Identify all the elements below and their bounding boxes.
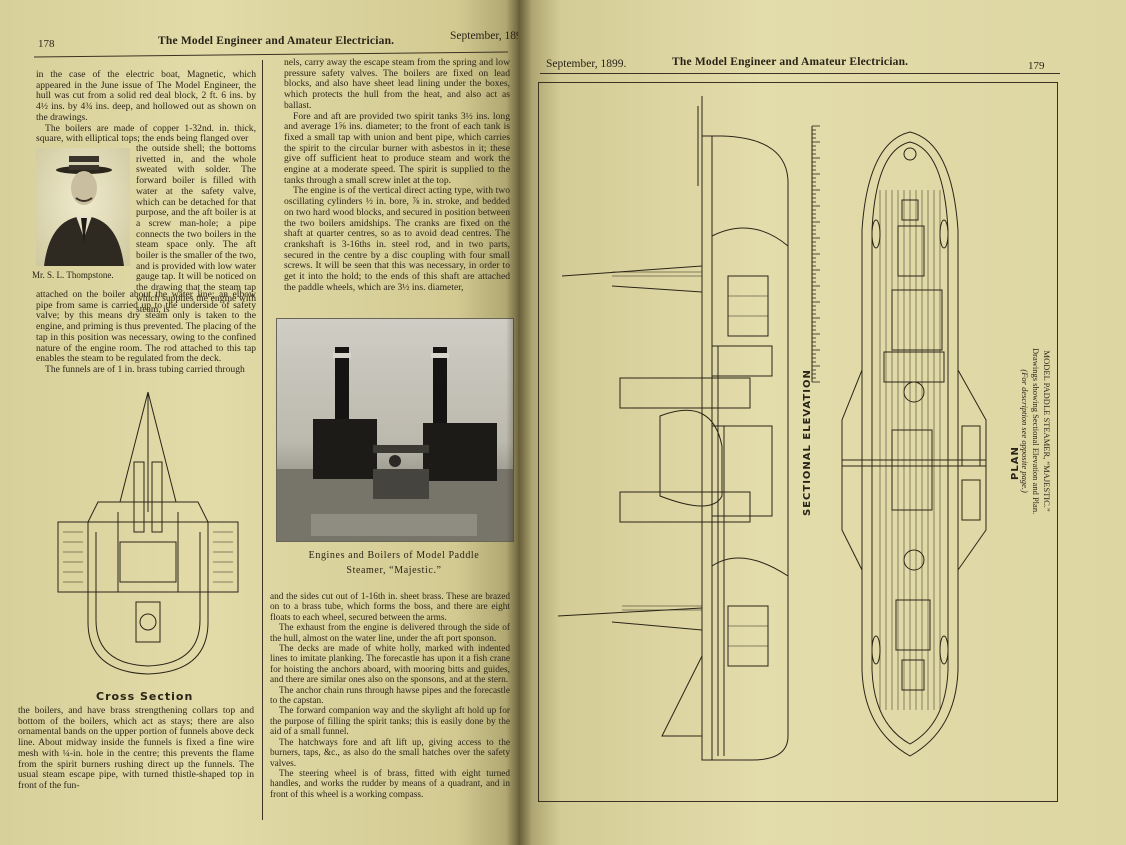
drawing-frame	[538, 82, 1058, 802]
left-date: September, 1899.	[450, 30, 518, 42]
plan-caption-line-2: Drawings showing Sectional Elevation and…	[1031, 348, 1041, 515]
paragraph-hatchways: The hatchways fore and aft lift up, givi…	[270, 737, 510, 769]
left-column-top: in the case of the electric boat, Magnet…	[36, 69, 256, 145]
engine-figure	[277, 347, 513, 541]
paragraph-companion: The forward companion way and the skylig…	[270, 706, 510, 738]
right-column-bottom: and the sides cut out of 1-16th in. shee…	[270, 592, 510, 800]
plan-caption-line-1: MODEL PADDLE STEAMER, “MAJESTIC.”	[1042, 350, 1052, 512]
right-page-number: 179	[1028, 60, 1045, 72]
plan-caption: MODEL PADDLE STEAMER, “MAJESTIC.” Drawin…	[1019, 348, 1052, 514]
paragraph-paddles: and the sides cut out of 1-16th in. shee…	[270, 592, 510, 623]
plan-drawing	[841, 131, 987, 757]
column-divider	[262, 60, 263, 820]
paragraph-engine: The engine is of the vertical direct act…	[284, 185, 510, 293]
portrait-photo	[36, 148, 130, 266]
paragraph-escape-steam: nels, carry away the escape steam from t…	[284, 57, 510, 111]
left-page-number: 178	[38, 38, 55, 50]
paragraph-steering: The steering wheel is of brass, fitted w…	[270, 768, 510, 800]
cross-section-caption: Cross Section	[96, 690, 194, 703]
sectional-elevation-label: SECTIONAL ELEVATION	[802, 369, 813, 516]
sectional-elevation-drawing	[557, 96, 789, 761]
portrait-caption: Mr. S. L. Thompstone.	[32, 270, 114, 280]
right-journal-title: The Model Engineer and Amateur Electrici…	[672, 56, 909, 68]
paragraph-boilers-wrap: the outside shell; the bottoms rivetted …	[136, 143, 256, 315]
right-date: September, 1899.	[546, 58, 627, 70]
paragraph-funnels: The funnels are of 1 in. brass tubing ca…	[45, 363, 245, 375]
engine-caption-line-2: Steamer, “Majestic.”	[346, 565, 442, 576]
engine-photo	[276, 318, 514, 542]
right-column-top: nels, carry away the escape steam from t…	[284, 57, 510, 293]
paragraph-exhaust: The exhaust from the engine is delivered…	[270, 623, 510, 644]
engine-photo-caption: Engines and Boilers of Model Paddle Stea…	[278, 548, 510, 578]
paragraph-anchor: The anchor chain runs through hawse pipe…	[270, 685, 510, 707]
paragraph-hull: in the case of the electric boat, Magnet…	[36, 69, 256, 123]
scale-ruler	[811, 125, 820, 383]
paragraph-boilers: The boilers are made of copper 1-32nd. i…	[36, 122, 256, 145]
left-column-bottom: the boilers, and have brass strengthenin…	[18, 705, 254, 792]
paragraph-collars: the boilers, and have brass strengthenin…	[18, 705, 254, 791]
engine-caption-line-1: Engines and Boilers of Model Paddle	[308, 550, 480, 561]
paragraph-spirit-tanks: Fore and aft are provided two spirit tan…	[284, 110, 510, 186]
right-page: September, 1899. The Model Engineer and …	[518, 0, 1126, 845]
left-page: 178 The Model Engineer and Amateur Elect…	[0, 0, 518, 845]
left-column-wrap: the outside shell; the bottoms rivetted …	[136, 143, 256, 315]
right-header-rule	[540, 73, 1060, 74]
left-column-middle: attached on the boiler about the water l…	[36, 289, 256, 376]
left-journal-title: The Model Engineer and Amateur Electrici…	[158, 35, 395, 47]
cross-section-drawing	[57, 391, 239, 675]
paragraph-decks: The decks are made of white holly, marke…	[270, 644, 510, 686]
plan-caption-line-3: (For description see opposite page.)	[1020, 369, 1030, 493]
book-gutter	[506, 0, 532, 845]
paragraph-steam-tap: attached on the boiler about the water l…	[36, 289, 256, 365]
portrait-figure	[44, 156, 124, 266]
